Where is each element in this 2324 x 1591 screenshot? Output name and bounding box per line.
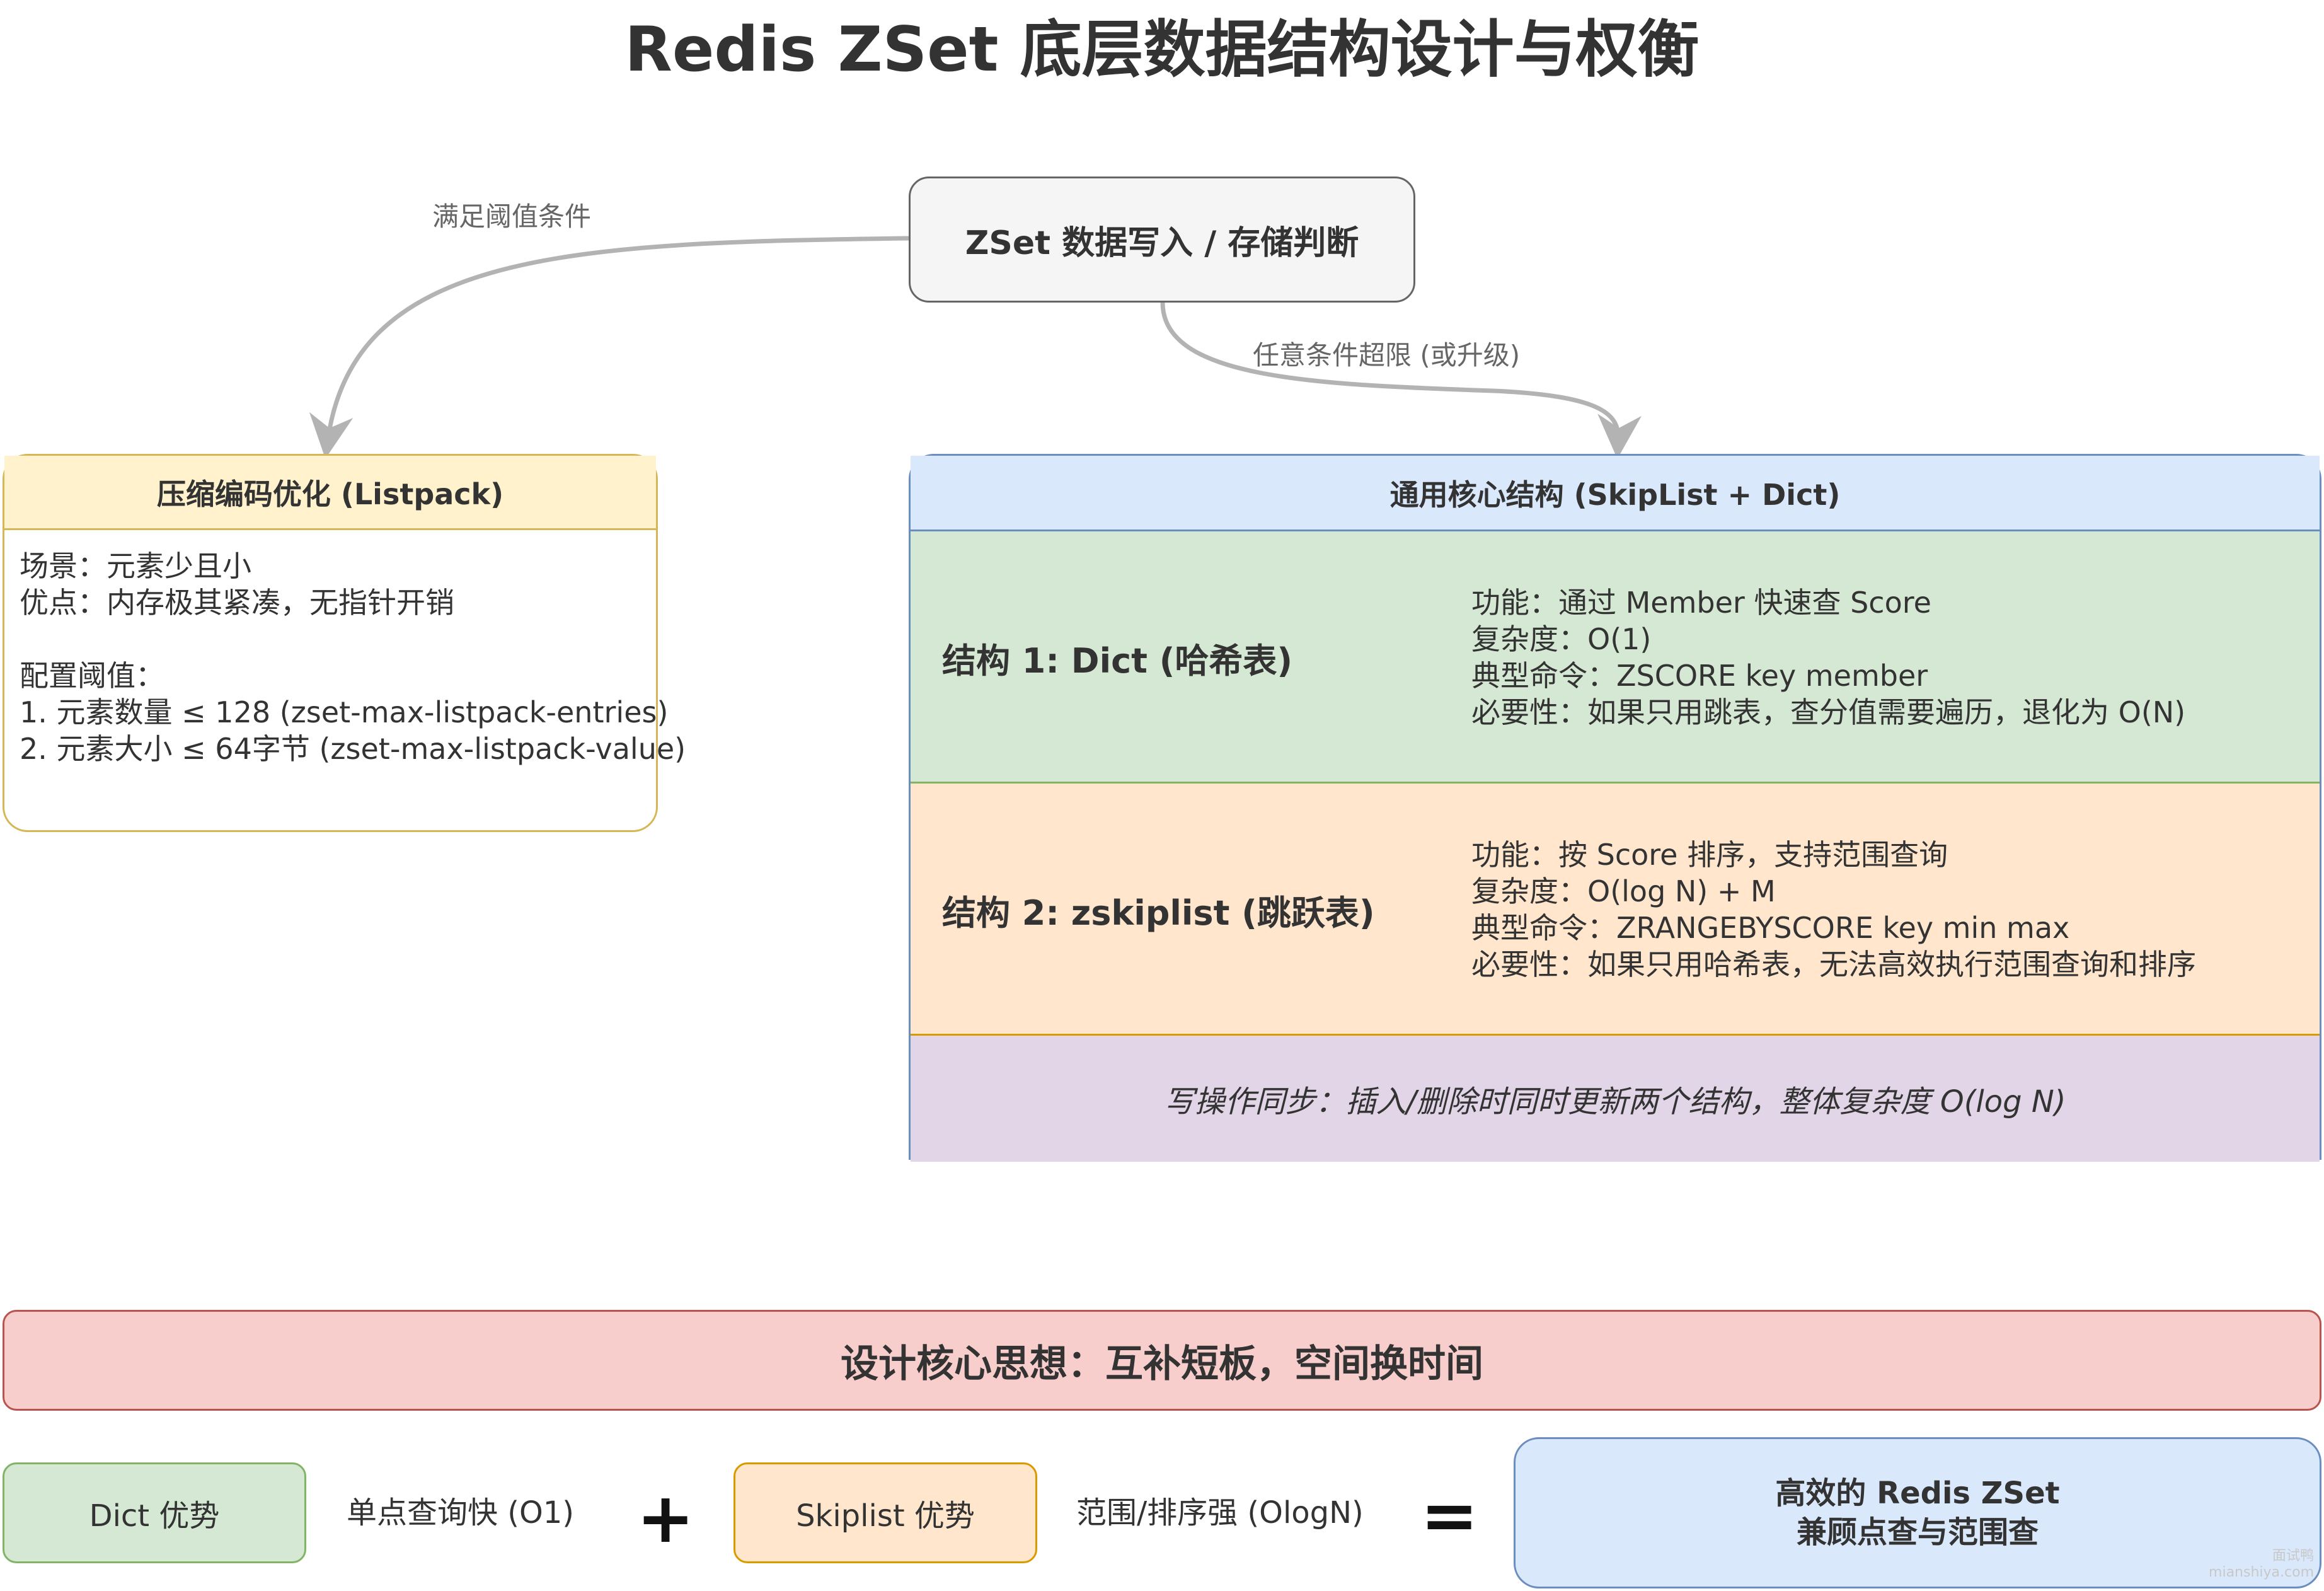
- result-box: 高效的 Redis ZSet 兼顾点查与范围查: [1514, 1437, 2321, 1588]
- dict-advantage-box: Dict 优势: [3, 1462, 306, 1563]
- dict-description: 功能：通过 Member 快速查 Score 复杂度：O(1) 典型命令：ZSC…: [1471, 531, 2185, 784]
- dict-line-necessity: 必要性：如果只用跳表，查分值需要遍历，退化为 O(N): [1471, 695, 2186, 729]
- watermark-line-1: 面试鸭: [2272, 1548, 2314, 1564]
- dict-row: 结构 1: Dict (哈希表) 功能：通过 Member 快速查 Score …: [911, 531, 2320, 784]
- skiplist-advantage-label: Skiplist 优势: [796, 1498, 975, 1534]
- dict-advantage-label: Dict 优势: [89, 1498, 220, 1534]
- core-structure-header: 通用核心结构 (SkipList + Dict): [911, 456, 2320, 531]
- skiplist-title: 结构 2: zskiplist (跳跃表): [942, 893, 1375, 933]
- core-idea-banner: 设计核心思想：互补短板，空间换时间: [3, 1310, 2321, 1411]
- start-node-label: ZSet 数据写入 / 存储判断: [965, 224, 1359, 262]
- listpack-box: 压缩编码优化 (Listpack) 场景：元素少且小 优点：内存极其紧凑，无指针…: [3, 454, 686, 832]
- watermark: 面试鸭 mianshiya.com: [2206, 1548, 2314, 1581]
- listpack-line-spacer: [20, 621, 650, 657]
- core-idea-text: 设计核心思想：互补短板，空间换时间: [841, 1341, 1483, 1386]
- skiplist-line-complexity: 复杂度：O(log N) + M: [1471, 874, 1776, 908]
- plus-operator: +: [636, 1478, 695, 1558]
- result-line-2: 兼顾点查与范围查: [1796, 1515, 2039, 1550]
- listpack-line-config: 配置阈值：: [20, 659, 164, 693]
- listpack-body: 场景：元素少且小 优点：内存极其紧凑，无指针开销 配置阈值： 1. 元素数量 ≤…: [20, 548, 686, 767]
- listpack-header: 压缩编码优化 (Listpack): [4, 456, 656, 530]
- diagram-title: Redis ZSet 底层数据结构设计与权衡: [624, 14, 1700, 86]
- dict-line-command: 典型命令：ZSCORE key member: [1471, 659, 1928, 693]
- dict-line-function: 功能：通过 Member 快速查 Score: [1471, 586, 1931, 620]
- arrow-to-core: [1160, 302, 1642, 459]
- skiplist-line-function: 功能：按 Score 排序，支持范围查询: [1471, 838, 1948, 872]
- listpack-line-advantage: 优点：内存极其紧凑，无指针开销: [20, 586, 454, 620]
- dict-advantage-text: 单点查询快 (O1): [347, 1495, 575, 1530]
- dict-line-complexity: 复杂度：O(1): [1471, 622, 1652, 656]
- watermark-line-2: mianshiya.com: [2209, 1565, 2314, 1580]
- edge-label-threshold-exceeded: 任意条件超限 (或升级): [1253, 340, 1521, 371]
- edge-label-threshold-met: 满足阈值条件: [432, 201, 592, 232]
- skiplist-line-necessity: 必要性：如果只用哈希表，无法高效执行范围查询和排序: [1471, 947, 2196, 981]
- listpack-line-value: 2. 元素大小 ≤ 64字节 (zset-max-listpack-value): [20, 732, 686, 766]
- arrow-to-listpack: [309, 236, 909, 459]
- core-structure-box: 通用核心结构 (SkipList + Dict) 结构 1: Dict (哈希表…: [909, 454, 2321, 1162]
- dict-title: 结构 1: Dict (哈希表): [942, 640, 1293, 681]
- skiplist-line-command: 典型命令：ZRANGEBYSCORE key min max: [1471, 911, 2070, 945]
- skiplist-advantage-box: Skiplist 优势: [733, 1462, 1037, 1563]
- sync-row: 写操作同步：插入/删除时同时更新两个结构，整体复杂度 O(log N): [911, 1036, 2320, 1162]
- sync-note: 写操作同步：插入/删除时同时更新两个结构，整体复杂度 O(log N): [1164, 1084, 2066, 1119]
- result-line-1: 高效的 Redis ZSet: [1775, 1476, 2060, 1511]
- skiplist-row: 结构 2: zskiplist (跳跃表) 功能：按 Score 排序，支持范围…: [911, 784, 2320, 1036]
- skiplist-description: 功能：按 Score 排序，支持范围查询 复杂度：O(log N) + M 典型…: [1471, 784, 2196, 1036]
- start-node: ZSet 数据写入 / 存储判断: [909, 176, 1415, 303]
- listpack-line-scenario: 场景：元素少且小: [20, 549, 251, 583]
- listpack-line-entries: 1. 元素数量 ≤ 128 (zset-max-listpack-entries…: [20, 695, 669, 729]
- equals-operator: =: [1420, 1475, 1479, 1556]
- skiplist-advantage-text: 范围/排序强 (OlogN): [1076, 1495, 1364, 1530]
